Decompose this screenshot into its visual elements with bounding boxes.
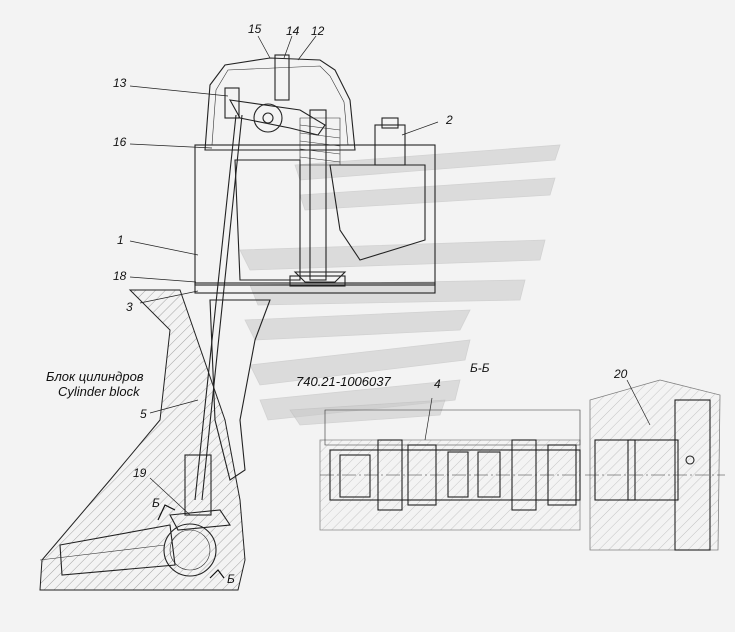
callout-14: 14 [286, 24, 300, 38]
callout-15: 15 [248, 22, 262, 36]
callout-3: 3 [126, 300, 133, 314]
section-markers [157, 504, 225, 579]
tappet-roller [39, 509, 231, 577]
leader-lines [129, 35, 651, 516]
watermark-logo [239, 144, 561, 426]
section-label-bb: Б-Б [470, 361, 490, 375]
callout-20: 20 [613, 367, 628, 381]
section-label-b-top: Б [152, 496, 160, 510]
callout-4: 4 [434, 377, 441, 391]
part-number: 740.21-1006037 [296, 374, 391, 389]
callout-16: 16 [113, 135, 127, 149]
callout-5: 5 [140, 407, 147, 421]
pushrod [184, 87, 243, 516]
cylinder-block-section [39, 289, 271, 591]
callout-19: 19 [133, 466, 147, 480]
valve-train [228, 54, 347, 283]
callout-1: 1 [117, 233, 124, 247]
caption-en: Cylinder block [58, 384, 141, 399]
callout-18: 18 [113, 269, 127, 283]
caption-ru: Блок цилиндров [46, 369, 144, 384]
callout-2: 2 [445, 113, 453, 127]
camshaft-section [319, 409, 581, 531]
section-label-b-bottom: Б [227, 572, 235, 586]
callout-13: 13 [113, 76, 127, 90]
callout-12: 12 [311, 24, 325, 38]
camshaft-gear-section [585, 379, 725, 551]
cylinder-head [194, 57, 436, 294]
